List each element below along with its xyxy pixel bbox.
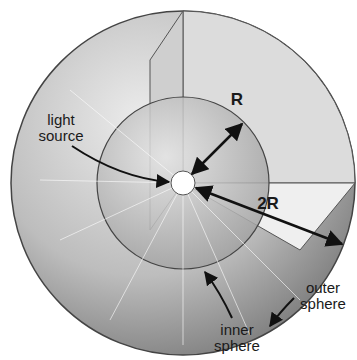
radius-arrow <box>196 188 342 244</box>
leader-line <box>72 146 169 182</box>
radius-arrow <box>192 124 242 174</box>
part-label: 2R <box>248 196 288 212</box>
cutaway-back <box>183 11 355 183</box>
part-label: R <box>222 92 252 108</box>
part-label: outer sphere <box>292 280 354 312</box>
outer-sphere <box>11 11 355 355</box>
light-source <box>171 171 195 195</box>
part-label: inner sphere <box>206 322 268 354</box>
leader-line <box>270 298 294 326</box>
leader-line <box>205 272 232 318</box>
part-label: light source <box>30 112 92 144</box>
